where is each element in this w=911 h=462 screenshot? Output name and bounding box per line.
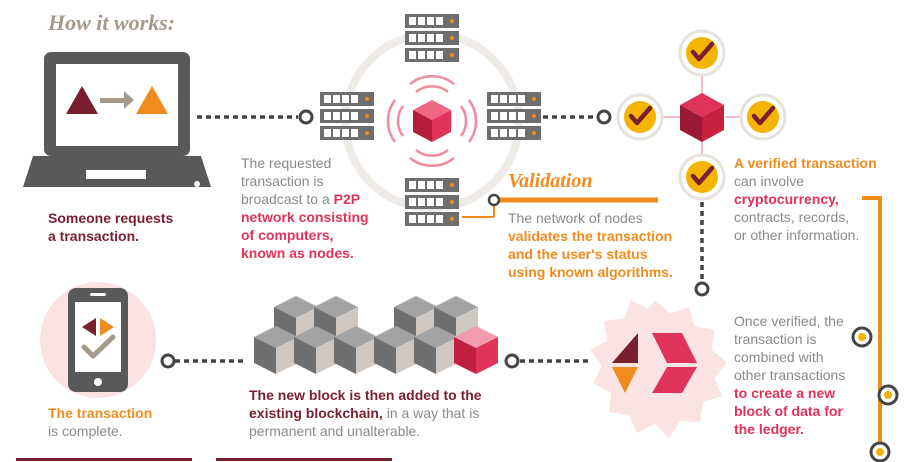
blockchain-icon <box>254 296 498 374</box>
server-icon <box>487 92 541 140</box>
validation-underline <box>462 193 658 218</box>
page-title: How it works: <box>48 10 176 35</box>
server-icon <box>405 178 459 226</box>
signal-waves-icon <box>386 74 478 168</box>
validation-heading: Validation <box>508 170 593 192</box>
new-block-icon <box>590 300 727 438</box>
server-icon <box>405 14 459 62</box>
connector-network-validation <box>543 109 612 125</box>
footer-rule <box>216 458 392 461</box>
complete-caption: The transaction is complete. <box>48 405 153 439</box>
checkmark-badge-icon <box>680 31 724 75</box>
blockchain-cube-icon <box>413 100 451 142</box>
broadcast-caption: The requested transaction is broadcast t… <box>241 155 369 261</box>
node-network <box>320 14 541 226</box>
smartphone-icon <box>40 282 156 398</box>
validation-caption: The network of nodes validates the trans… <box>508 210 673 280</box>
footer-rule <box>16 458 192 461</box>
checkmark-badge-icon <box>680 155 724 199</box>
verified-caption: A verified transaction can involve crypt… <box>734 155 877 243</box>
checkmark-badge-icon <box>741 95 785 139</box>
connector-chain-phone <box>160 353 245 369</box>
laptop-icon <box>23 52 211 187</box>
connector-laptop-network <box>197 109 314 125</box>
checkmark-badge-icon <box>618 95 662 139</box>
connector-block-chain <box>504 353 590 369</box>
server-icon <box>320 92 374 140</box>
request-caption: Someone requests a transaction. <box>48 210 174 244</box>
validated-network <box>618 31 785 297</box>
added-caption: The new block is then added to the exist… <box>249 387 482 439</box>
ledger-rail <box>851 196 899 462</box>
combine-caption: Once verified, the transaction is combin… <box>734 313 846 437</box>
